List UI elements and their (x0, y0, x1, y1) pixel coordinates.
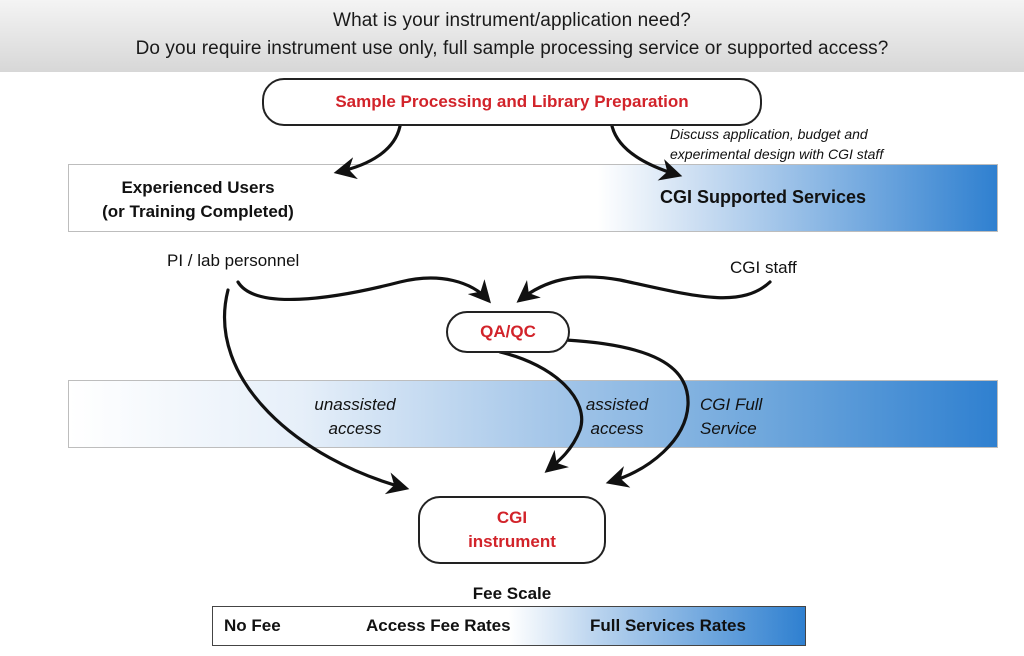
arrow-assisted-access (498, 350, 584, 473)
cgi-full-service-label: CGI Full Service (700, 393, 762, 441)
cgi-supported-services-label: CGI Supported Services (660, 187, 867, 207)
assisted-line-2: access (590, 419, 644, 438)
cgi-instrument-node: CGI instrument (418, 496, 606, 564)
cgi-staff-label: CGI staff (730, 258, 797, 277)
unassisted-line-2: access (328, 419, 382, 438)
full-service-line-1: CGI Full (700, 395, 763, 414)
fee-scale-bar (212, 606, 806, 646)
qa-qc-label: QA/QC (480, 322, 536, 341)
pi-lab-personnel-label: PI / lab personnel (167, 251, 300, 270)
header-question-1: What is your instrument/application need… (333, 10, 691, 31)
sample-processing-node: Sample Processing and Library Preparatio… (262, 78, 762, 126)
arrow-full-service (564, 338, 690, 488)
arrow-unassisted-access (222, 288, 410, 495)
header-band (0, 0, 1024, 72)
arrow-to-supported-services (610, 124, 683, 181)
assisted-access-label: assisted access (572, 393, 662, 441)
discuss-note-line-2: experimental design with CGI staff (670, 146, 884, 162)
fee-scale-title: Fee Scale (472, 584, 552, 603)
experienced-users-line-2: (or Training Completed) (102, 202, 294, 221)
fee-full-services-label: Full Services Rates (590, 616, 746, 635)
cgi-instrument-line-2: instrument (468, 532, 556, 551)
assisted-line-1: assisted (585, 395, 649, 414)
service-level-band (68, 380, 998, 448)
access-type-band (68, 164, 998, 232)
arrow-staff-to-qaqc (516, 275, 772, 303)
sample-processing-label: Sample Processing and Library Preparatio… (335, 92, 689, 111)
experienced-users-label: Experienced Users (or Training Completed… (68, 176, 328, 224)
arrow-to-experienced-users (333, 124, 402, 180)
cgi-instrument-line-1: CGI (496, 508, 528, 527)
discuss-note: Discuss application, budget and experime… (670, 124, 883, 164)
qa-qc-node: QA/QC (446, 311, 570, 353)
experienced-users-line-1: Experienced Users (121, 178, 275, 197)
arrow-pi-to-qaqc (236, 276, 491, 304)
header-question-2: Do you require instrument use only, full… (135, 38, 889, 59)
fee-access-rates-label: Access Fee Rates (366, 616, 511, 635)
unassisted-access-label: unassisted access (300, 393, 410, 441)
discuss-note-line-1: Discuss application, budget and (670, 126, 868, 142)
unassisted-line-1: unassisted (314, 395, 396, 414)
full-service-line-2: Service (700, 419, 757, 438)
fee-no-fee-label: No Fee (224, 616, 281, 635)
